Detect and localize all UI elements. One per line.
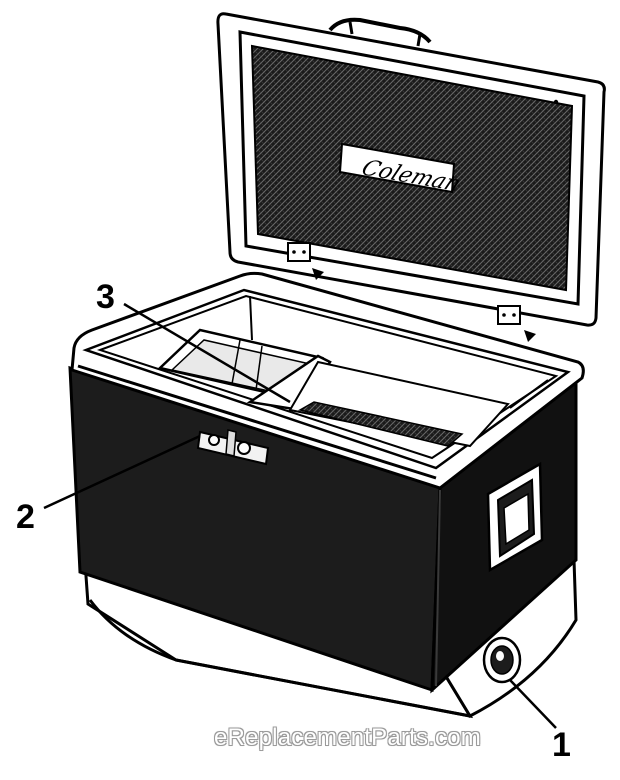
side-handle — [486, 461, 544, 573]
leader-line-1 — [509, 679, 557, 729]
callout-number-1: 1 — [552, 726, 571, 764]
latch — [196, 429, 270, 466]
cooler-body — [68, 271, 585, 719]
callout-number-3: 3 — [96, 278, 115, 316]
watermark: eReplacementParts.com — [214, 724, 481, 751]
lid-hinge-left — [287, 242, 324, 280]
leader-line-3 — [123, 302, 291, 404]
drain-plug — [482, 636, 522, 684]
callout-number-2: 2 — [16, 498, 35, 536]
leader-line-2 — [43, 434, 201, 510]
leader-lines — [43, 302, 557, 729]
lid-hinge-right — [497, 305, 536, 342]
